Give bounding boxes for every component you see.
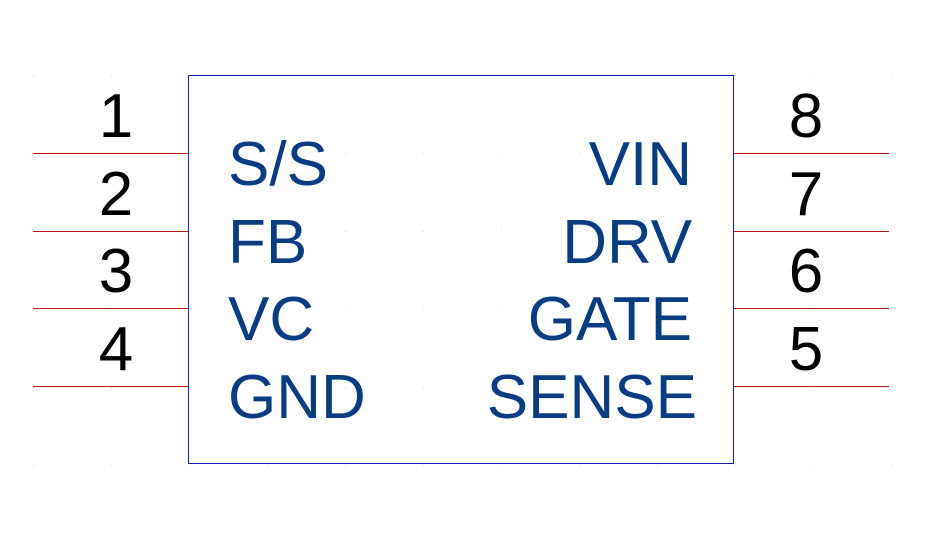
pin-3-name: VC [228, 285, 314, 354]
grid-dot [189, 309, 190, 310]
grid-dot [735, 465, 736, 466]
pin-8-name: VIN [589, 130, 692, 199]
grid-dot [345, 387, 346, 388]
grid-dot [33, 75, 34, 76]
pin-4: 4 GND [33, 315, 366, 432]
grid-dot [579, 465, 580, 466]
pin-5-name: SENSE [487, 363, 697, 432]
grid-dots [33, 75, 892, 466]
pin-3-number: 3 [99, 237, 133, 306]
grid-dot [33, 309, 34, 310]
component-body [188, 75, 734, 464]
grid-dot [267, 153, 268, 154]
pin-3: 3 VC [33, 237, 314, 354]
grid-dot [735, 387, 736, 388]
grid-dot [813, 75, 814, 76]
pin-7-name: DRV [562, 208, 692, 277]
grid-dot [189, 387, 190, 388]
grid-dot [423, 387, 424, 388]
grid-dot [111, 75, 112, 76]
grid-dot [579, 309, 580, 310]
grid-dot [891, 231, 892, 232]
pin-2-name: FB [228, 208, 307, 277]
grid-dot [735, 75, 736, 76]
grid-dot [501, 387, 502, 388]
pin-5-number: 5 [789, 315, 823, 384]
grid-dot [657, 465, 658, 466]
grid-dot [345, 465, 346, 466]
grid-dot [579, 153, 580, 154]
grid-dot [735, 309, 736, 310]
grid-dot [267, 309, 268, 310]
grid-dot [657, 309, 658, 310]
grid-dot [891, 153, 892, 154]
grid-dot [501, 231, 502, 232]
grid-dot [579, 387, 580, 388]
grid-dot [111, 465, 112, 466]
grid-dot [345, 309, 346, 310]
grid-dot [345, 231, 346, 232]
right-pins: 8 VIN 7 DRV 6 GATE 5 SENSE [487, 82, 889, 432]
grid-dot [33, 387, 34, 388]
pin-4-number: 4 [99, 315, 133, 384]
grid-dot [813, 309, 814, 310]
pin-2: 2 FB [33, 160, 307, 277]
grid-dot [579, 231, 580, 232]
grid-dot [189, 231, 190, 232]
pin-2-number: 2 [99, 160, 133, 229]
grid-dot [111, 387, 112, 388]
grid-dot [267, 387, 268, 388]
grid-dot [657, 387, 658, 388]
pin-7-number: 7 [789, 160, 823, 229]
grid-dot [501, 309, 502, 310]
grid-dot [891, 387, 892, 388]
pin-8: 8 VIN [589, 82, 889, 199]
grid-dot [33, 465, 34, 466]
pin-6-name: GATE [528, 285, 692, 354]
pin-6: 6 GATE [528, 237, 889, 354]
pin-7: 7 DRV [562, 160, 889, 277]
grid-dot [189, 465, 190, 466]
grid-dot [423, 153, 424, 154]
grid-dot [345, 153, 346, 154]
grid-dot [891, 309, 892, 310]
grid-dot [189, 153, 190, 154]
pin-1-name: S/S [228, 130, 328, 199]
grid-dot [423, 309, 424, 310]
grid-dot [813, 387, 814, 388]
grid-dot [267, 231, 268, 232]
grid-dot [891, 75, 892, 76]
grid-dot [267, 465, 268, 466]
pin-1: 1 S/S [33, 82, 328, 199]
left-pins: 1 S/S 2 FB 3 VC 4 GND [33, 82, 366, 432]
grid-dot [501, 465, 502, 466]
grid-dot [111, 309, 112, 310]
grid-dot [423, 465, 424, 466]
pin-6-number: 6 [789, 237, 823, 306]
grid-dot [501, 153, 502, 154]
pin-4-name: GND [228, 363, 366, 432]
grid-dot [813, 465, 814, 466]
pin-8-number: 8 [789, 82, 823, 151]
grid-dot [657, 231, 658, 232]
grid-dot [657, 153, 658, 154]
grid-dot [891, 465, 892, 466]
grid-dot [423, 231, 424, 232]
pin-5: 5 SENSE [487, 315, 889, 432]
pin-1-number: 1 [99, 82, 133, 151]
